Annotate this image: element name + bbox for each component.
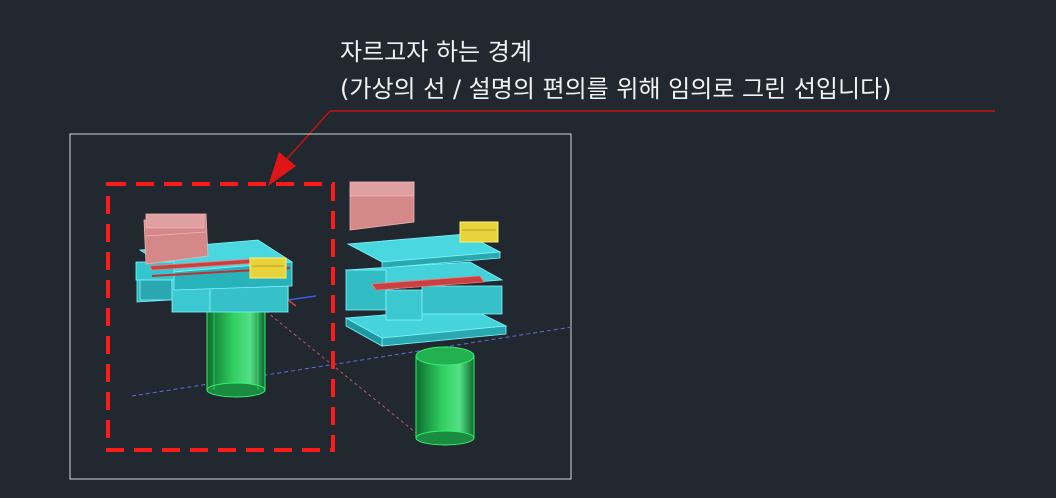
- right-connector-pink: [349, 181, 415, 231]
- ucs-x-icon: [287, 295, 317, 301]
- arrow-head-icon: [268, 152, 296, 186]
- left-connector-pink: [143, 213, 209, 265]
- right-assembly[interactable]: [344, 181, 508, 446]
- annotation-note: (가상의 선 / 설명의 편의를 위해 임의로 그린 선입니다): [340, 75, 892, 103]
- annotation-text: 자르고자 하는 경계 (가상의 선 / 설명의 편의를 위해 임의로 그린 선입…: [340, 34, 892, 108]
- ucs-z-icon: [287, 299, 297, 307]
- right-capacitor: [415, 346, 475, 446]
- annotation-title: 자르고자 하는 경계: [340, 38, 532, 66]
- cut-boundary-rect: [106, 182, 335, 452]
- viewport-frame[interactable]: [69, 133, 572, 480]
- right-pcb-middle: [344, 261, 504, 321]
- x-axis-line: [131, 326, 573, 397]
- left-connector-yellow: [249, 257, 287, 279]
- right-connector-yellow: [459, 221, 499, 243]
- annotation-leader: [268, 110, 995, 186]
- left-assembly[interactable]: [135, 213, 294, 398]
- left-capacitor: [206, 309, 266, 398]
